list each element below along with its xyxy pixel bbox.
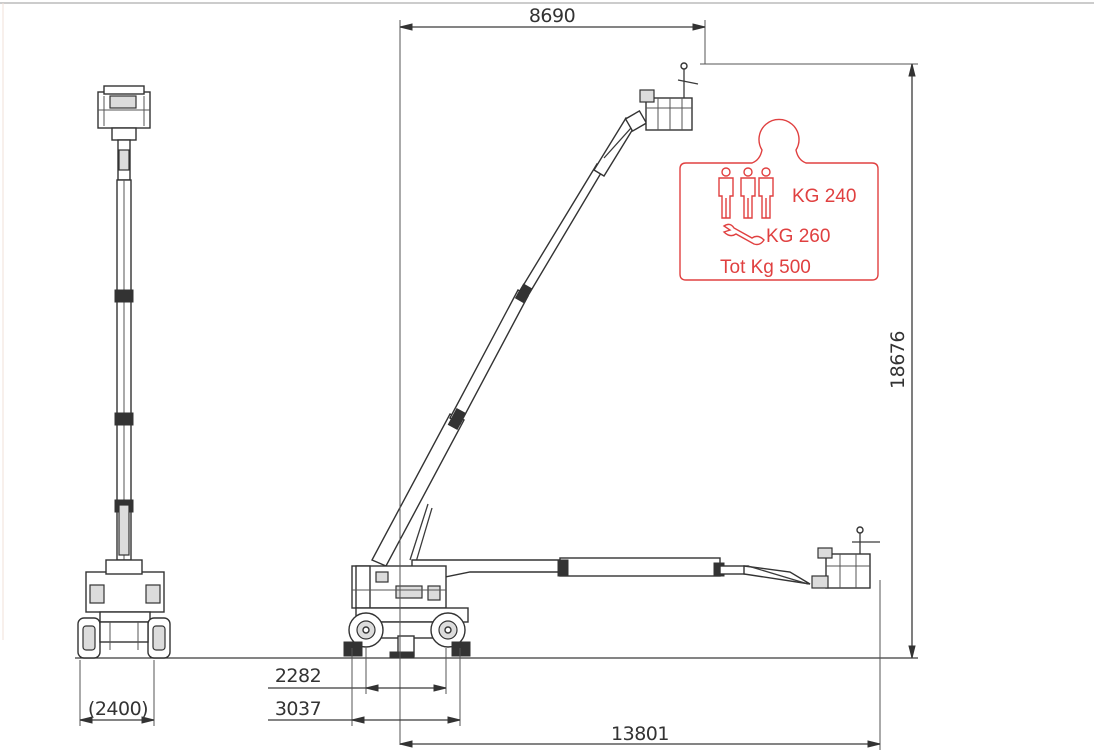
wheelbase-label: 2282 xyxy=(275,665,321,687)
side-view-raised-boom xyxy=(371,62,699,567)
max-outreach-label: 8690 xyxy=(529,5,575,27)
load-chart: KG 240 KG 260 Tot Kg 500 xyxy=(679,118,879,281)
overall-width-label: (2400) xyxy=(88,698,148,720)
front-view-machine xyxy=(77,85,171,659)
stowed-basket xyxy=(825,553,871,589)
raised-boom-mid-section xyxy=(449,289,529,425)
raised-boom-base-section xyxy=(371,413,465,567)
dimensions: 8690 18676 13801 2282 3037 (2400) xyxy=(79,5,918,750)
load-tag-outline xyxy=(679,118,879,281)
max-height-label: 18676 xyxy=(887,331,909,389)
person-icon xyxy=(718,167,734,219)
raised-boom-fly-section xyxy=(517,163,605,300)
persons-load-label: KG 240 xyxy=(792,186,856,207)
person-icon xyxy=(740,167,756,219)
side-view-chassis xyxy=(343,526,880,659)
total-load-label: Tot Kg 500 xyxy=(720,257,811,278)
wrench-icon xyxy=(722,223,765,246)
overall-length-label: 13801 xyxy=(611,723,669,745)
person-icon xyxy=(758,167,774,219)
raised-basket xyxy=(645,97,693,131)
tools-load-label: KG 260 xyxy=(766,226,830,247)
track-width-label: 3037 xyxy=(275,698,321,720)
